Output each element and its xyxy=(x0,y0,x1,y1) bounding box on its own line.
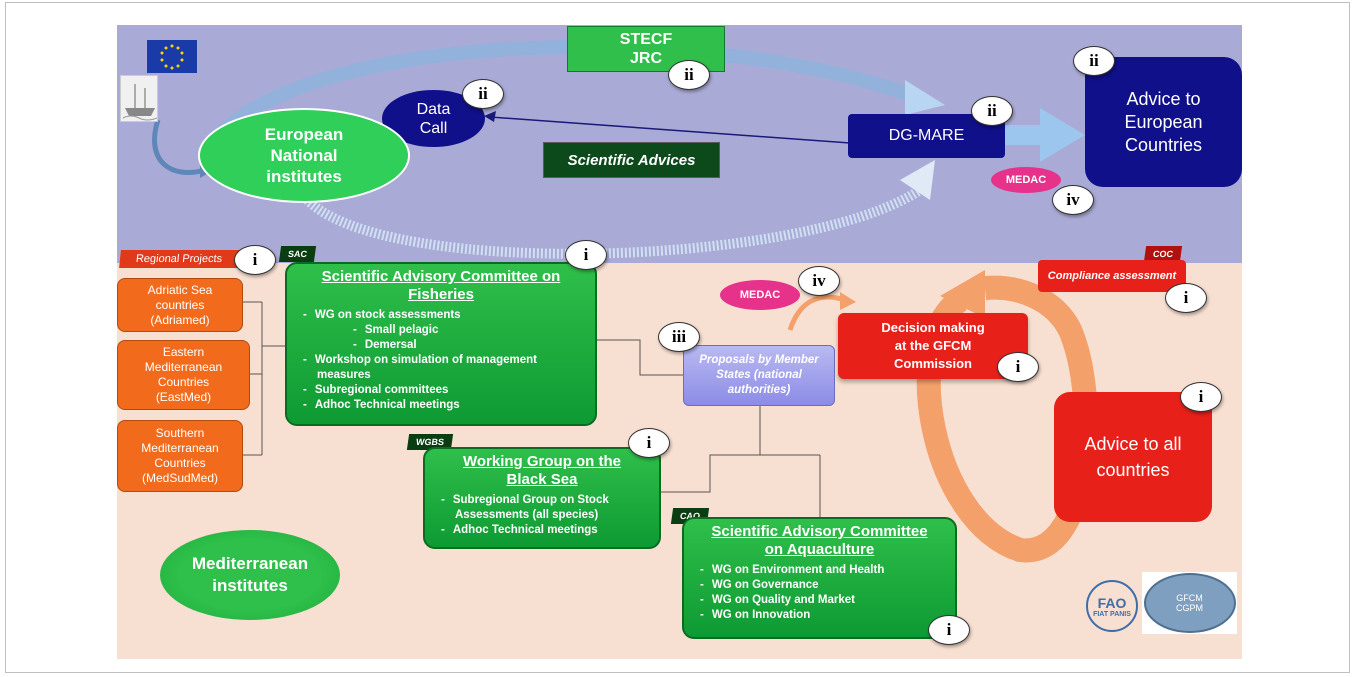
caq-item: WG on Innovation xyxy=(712,608,947,623)
medsudmed-box: Southern Mediterranean Countries (MedSud… xyxy=(117,420,243,492)
sac-list: WG on stock assessments Small pelagic De… xyxy=(295,308,587,413)
data-call-line1: Data xyxy=(416,100,451,118)
badge-ii-advice-eu: ii xyxy=(1073,46,1115,76)
adriamed-line1: Adriatic Sea xyxy=(147,282,213,297)
eastmed-line2: Mediterranean xyxy=(144,360,223,374)
sac-subitem: Small pelagic xyxy=(317,323,587,338)
wgbs-list: Subregional Group on Stock Assessments (… xyxy=(433,493,651,538)
sac-item: WG on stock assessments xyxy=(315,308,587,323)
eastmed-line3: Countries xyxy=(157,375,210,389)
proposals-line1: Proposals by Member xyxy=(699,354,819,366)
eastmed-line4: (EastMed) xyxy=(155,390,212,404)
adriamed-line2: countries xyxy=(155,297,205,312)
wgbs-title-line2: Black Sea xyxy=(506,471,578,488)
fishing-boat-icon xyxy=(120,75,158,122)
badge-ii-stecf: ii xyxy=(668,60,710,90)
eastmed-line1: Eastern xyxy=(162,345,205,359)
sac-title-line1: Scientific Advisory Committee on xyxy=(321,268,561,285)
advice-eu-line3: Countries xyxy=(1124,134,1203,155)
decision-line3: Commission xyxy=(893,356,972,371)
proposals-box: Proposals by Member States (national aut… xyxy=(683,345,835,406)
decision-line1: Decision making xyxy=(881,320,985,335)
adriamed-box: Adriatic Sea countries (Adriamed) xyxy=(117,278,243,332)
sac-item: Workshop on simulation of management mea… xyxy=(315,353,587,383)
decision-box: Decision making at the GFCM Commission xyxy=(838,313,1028,379)
sac-subitem: Demersal xyxy=(317,338,587,353)
med-inst-line2: institutes xyxy=(212,576,288,595)
badge-i-sac: i xyxy=(565,240,607,270)
advice-all-box: Advice to all countries xyxy=(1054,392,1212,522)
scientific-advices-box: Scientific Advices xyxy=(543,142,720,178)
dg-mare-box: DG-MARE xyxy=(848,114,1005,158)
badge-iv-medac-bottom: iv xyxy=(798,266,840,296)
wgbs-item: Adhoc Technical meetings xyxy=(453,523,651,538)
medsudmed-line1: Southern xyxy=(155,426,205,440)
european-line2: National xyxy=(270,146,338,165)
medsudmed-line3: Countries xyxy=(154,456,206,470)
advice-eu-line1: Advice to xyxy=(1126,88,1201,109)
medsudmed-line4: (MedSudMed) xyxy=(141,471,219,485)
sac-title-line2: Fisheries xyxy=(408,286,474,303)
gfcm-line2: CGPM xyxy=(1176,603,1203,613)
sac-item: Subregional committees xyxy=(315,383,587,398)
badge-i-advice-all: i xyxy=(1180,382,1222,412)
european-line1: European xyxy=(264,125,344,144)
european-institutes-ellipse: European National institutes xyxy=(198,108,410,203)
medsudmed-line2: Mediterranean xyxy=(141,441,219,455)
jrc-label: JRC xyxy=(629,50,662,67)
advice-all-line2: countries xyxy=(1096,460,1170,480)
figure-frame xyxy=(5,2,1350,673)
eu-flag-icon xyxy=(147,40,197,73)
badge-i-caq: i xyxy=(928,615,970,645)
badge-i-compliance: i xyxy=(1165,283,1207,313)
caq-list: WG on Environment and Health WG on Gover… xyxy=(692,563,947,623)
caq-item: WG on Governance xyxy=(712,578,947,593)
proposals-line3: authorities) xyxy=(727,384,791,396)
gfcm-line1: GFCM xyxy=(1176,593,1203,603)
advice-all-line1: Advice to all xyxy=(1084,434,1182,454)
advice-european-box: Advice to European Countries xyxy=(1085,57,1242,187)
medac-top-ellipse: MEDAC xyxy=(991,167,1061,193)
caq-item: WG on Environment and Health xyxy=(712,563,947,578)
wgbs-title-line1: Working Group on the xyxy=(462,453,622,470)
compliance-box: Compliance assessment xyxy=(1038,260,1186,292)
caq-title-line1: Scientific Advisory Committee xyxy=(711,523,928,540)
caq-title-line2: on Aquaculture xyxy=(764,541,875,558)
decision-line2: at the GFCM xyxy=(894,338,972,353)
badge-i-regional: i xyxy=(234,245,276,275)
sac-item: Adhoc Technical meetings xyxy=(315,398,587,413)
mediterranean-institutes-ellipse: Mediterranean institutes xyxy=(160,530,340,620)
gfcm-logo-icon: GFCM CGPM xyxy=(1142,572,1237,634)
badge-iii-proposals: iii xyxy=(658,322,700,352)
badge-i-decision: i xyxy=(997,352,1039,382)
badge-iv-medac-top: iv xyxy=(1052,185,1094,215)
medac-bottom-ellipse: MEDAC xyxy=(720,280,800,310)
fao-motto: FIAT PANIS xyxy=(1093,610,1131,618)
badge-i-wgbs: i xyxy=(628,428,670,458)
adriamed-line3: (Adriamed) xyxy=(150,312,210,327)
wgbs-item: Subregional Group on Stock Assessments (… xyxy=(453,493,651,523)
proposals-line2: States (national xyxy=(716,369,802,381)
data-call-line2: Call xyxy=(419,119,448,137)
stecf-label: STECF xyxy=(619,31,673,48)
advice-eu-line2: European xyxy=(1124,111,1203,132)
regional-projects-tag: Regional Projects xyxy=(119,250,239,268)
med-inst-line1: Mediterranean xyxy=(191,554,309,573)
sac-tag: SAC xyxy=(278,246,317,262)
caq-item: WG on Quality and Market xyxy=(712,593,947,608)
european-line3: institutes xyxy=(266,167,342,186)
eastmed-box: Eastern Mediterranean Countries (EastMed… xyxy=(117,340,250,410)
badge-ii-datacall: ii xyxy=(462,79,504,109)
badge-ii-dgmare: ii xyxy=(971,96,1013,126)
